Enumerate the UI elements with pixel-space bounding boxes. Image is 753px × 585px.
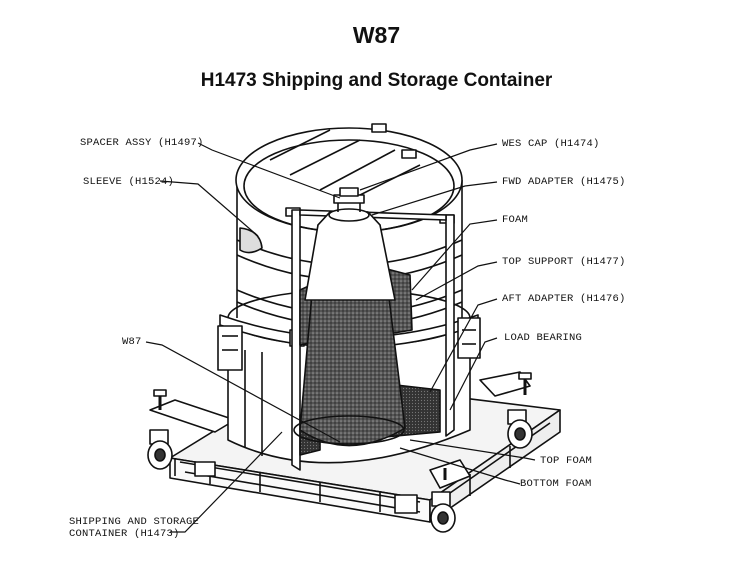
- label-aft-adapter: AFT ADAPTER (H1476): [502, 293, 626, 305]
- label-top-support: TOP SUPPORT (H1477): [502, 256, 626, 268]
- page-title: W87: [352, 22, 401, 48]
- label-load-bearing: LOAD BEARING: [504, 332, 583, 344]
- container-lid: [235, 123, 463, 327]
- label-wes-cap: WES CAP (H1474): [502, 138, 600, 150]
- label-container-line2: CONTAINER (H1473): [69, 528, 180, 540]
- w87-warhead: [293, 187, 406, 447]
- page-subtitle: H1473 Shipping and Storage Container: [200, 70, 553, 91]
- caster-wheels: [147, 372, 533, 533]
- label-w87: W87: [122, 336, 142, 348]
- leader-lines: [145, 142, 536, 533]
- label-top-foam: TOP FOAM: [540, 455, 593, 467]
- label-bottom-foam: BOTTOM FOAM: [520, 478, 592, 490]
- label-container-line1: SHIPPING AND STORAGE: [69, 516, 200, 528]
- label-foam: FOAM: [502, 214, 529, 226]
- label-spacer-assy: SPACER ASSY (H1497): [80, 137, 204, 149]
- label-sleeve: SLEEVE (H1524): [83, 176, 175, 188]
- label-fwd-adapter: FWD ADAPTER (H1475): [502, 176, 626, 188]
